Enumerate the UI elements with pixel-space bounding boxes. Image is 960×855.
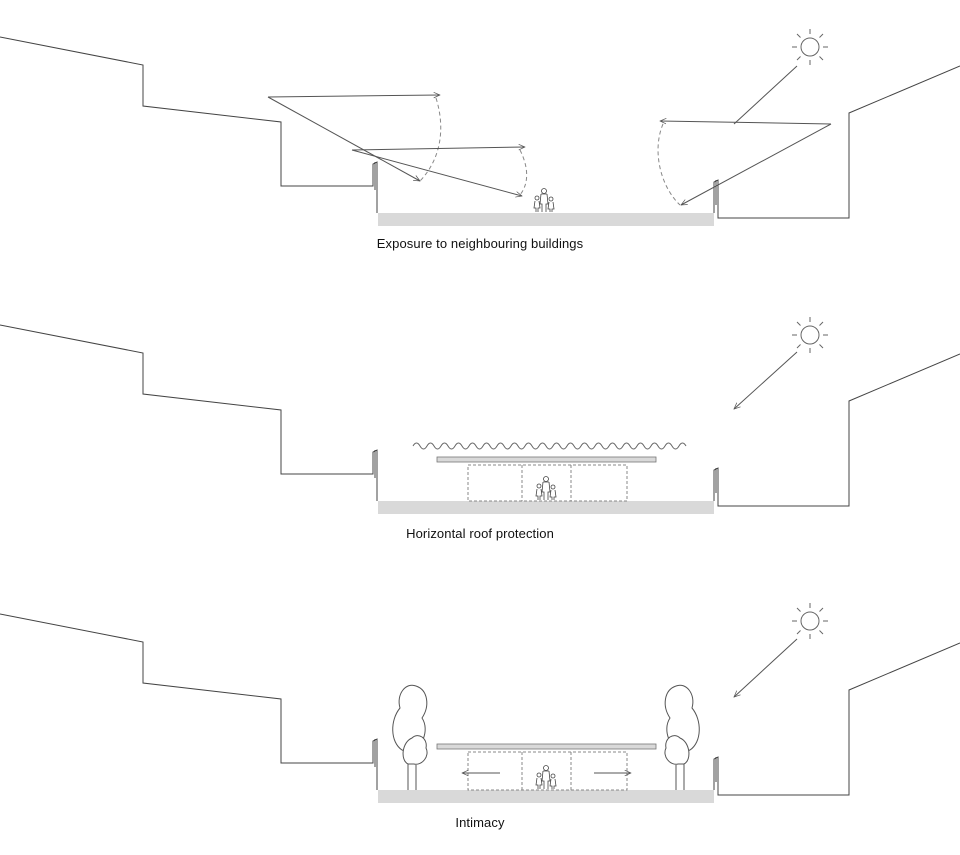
roof-slab — [436, 743, 657, 750]
sight-line — [267, 96, 420, 182]
people-icon — [533, 188, 555, 213]
view-arc — [419, 97, 442, 182]
sun-ray — [734, 351, 798, 409]
section-terrain — [0, 613, 960, 804]
tree-icon — [664, 684, 700, 791]
sun-icon — [791, 316, 829, 354]
section-terrain — [0, 36, 960, 227]
sun-ray — [734, 638, 798, 697]
roof-slab — [436, 456, 657, 463]
people-icon — [535, 476, 557, 501]
sun-icon — [791, 28, 829, 66]
diagram-intimacy — [0, 602, 960, 804]
pavilion-outline — [467, 464, 628, 502]
sun-icon — [791, 602, 829, 640]
view-arc — [657, 123, 681, 206]
sight-line — [660, 121, 832, 125]
diagram-roof — [0, 316, 960, 515]
heat-wave — [412, 442, 687, 450]
sight-line — [351, 149, 522, 196]
caption-intimacy: Intimacy — [455, 815, 505, 830]
section-terrain — [0, 324, 960, 515]
sun-ray — [733, 65, 798, 125]
tree-icon — [392, 684, 428, 791]
view-arc — [518, 149, 528, 197]
diagram-exposure — [0, 28, 960, 227]
caption-exposure: Exposure to neighbouring buildings — [376, 236, 584, 251]
sight-line — [267, 95, 440, 97]
caption-roof: Horizontal roof protection — [406, 526, 554, 541]
people-icon — [535, 765, 557, 790]
sight-line — [351, 147, 525, 151]
sight-line — [681, 123, 832, 206]
